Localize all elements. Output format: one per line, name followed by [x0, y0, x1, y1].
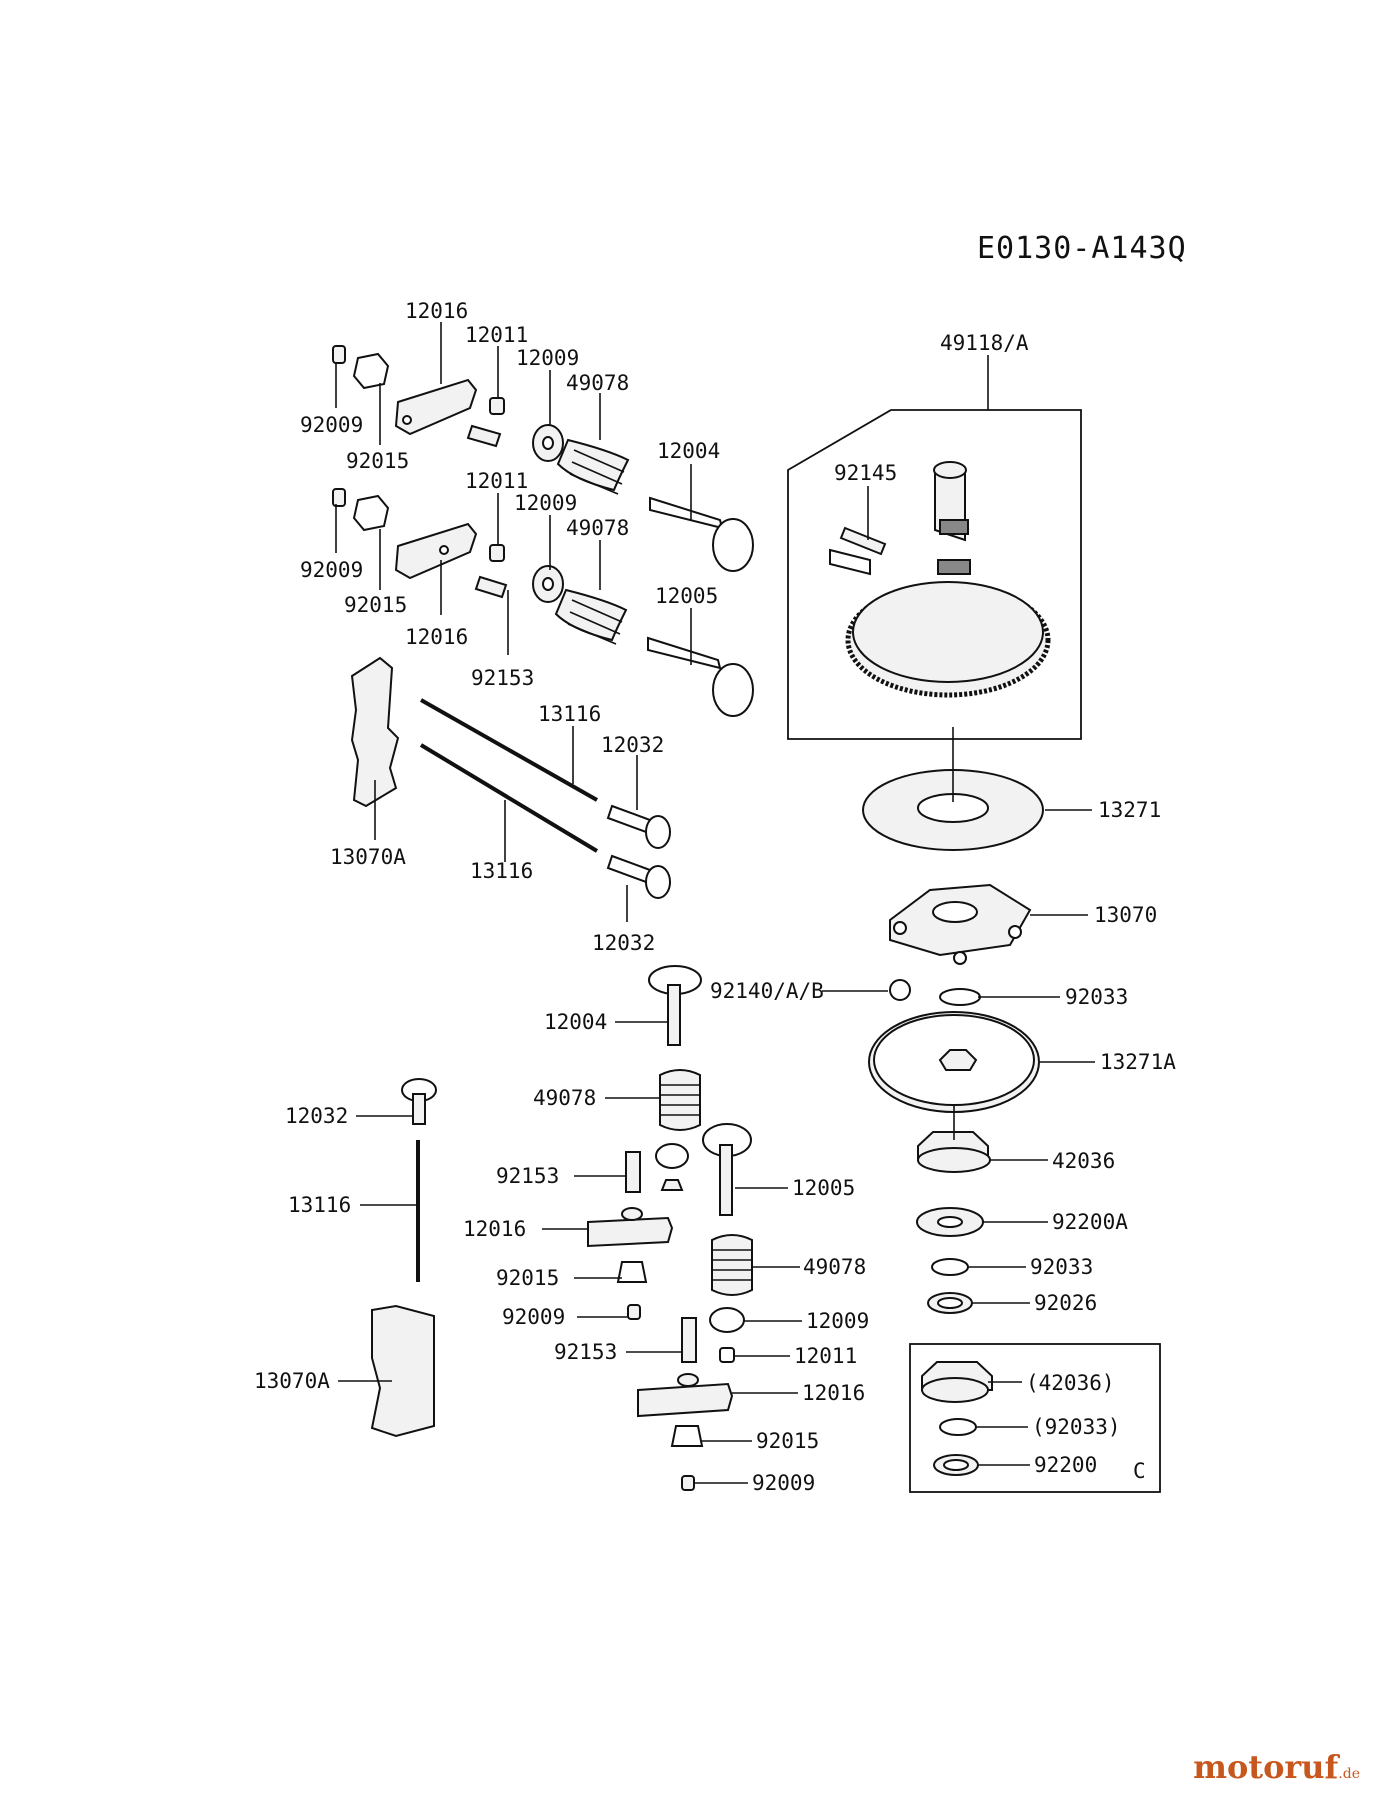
label-92033-a: 92033 — [1065, 985, 1128, 1009]
valve-12004-lower — [648, 965, 702, 1046]
weight-spider-13070 — [889, 883, 1032, 965]
spring-49078-lower-b — [711, 1234, 753, 1296]
stud-92153-lower-b — [681, 1317, 697, 1363]
adjuster-92015-lower-b — [670, 1425, 704, 1447]
camshaft-gear — [829, 461, 1051, 698]
valve-12005-lower — [702, 1123, 752, 1216]
label-92033-b: 92033 — [1030, 1255, 1093, 1279]
collet-12011-lower — [719, 1347, 735, 1363]
label-12016-c: 12016 — [463, 1217, 526, 1241]
nut-92009-lower-b — [681, 1475, 695, 1491]
label-12004-a: 12004 — [657, 439, 720, 463]
label-13070A-a: 13070A — [330, 845, 406, 869]
label-12011-a: 12011 — [465, 323, 528, 347]
label-12011-c: 12011 — [794, 1344, 857, 1368]
label-42036: 42036 — [1052, 1149, 1115, 1173]
bearing-42036 — [917, 1131, 991, 1173]
clip-92033-a — [939, 988, 981, 1006]
push-rod-upper — [420, 698, 598, 802]
label-92015-d: 92015 — [756, 1429, 819, 1453]
camshaft-frame — [787, 409, 1082, 740]
label-92033-paren: (92033) — [1032, 1415, 1121, 1439]
retainer-12009-lower-a — [655, 1143, 689, 1191]
label-12011-b: 12011 — [465, 469, 528, 493]
clip-92033-b — [931, 1258, 969, 1276]
washer-92200A — [916, 1207, 984, 1237]
label-12032-b: 12032 — [592, 931, 655, 955]
adjuster-92015-lower-a — [616, 1261, 648, 1283]
label-92153-a: 92153 — [471, 666, 534, 690]
label-92009-c: 92009 — [502, 1305, 565, 1329]
label-12016-a: 12016 — [405, 299, 468, 323]
label-92009-d: 92009 — [752, 1471, 815, 1495]
label-12009-b: 12009 — [514, 491, 577, 515]
washer-92026 — [927, 1292, 973, 1314]
guide-plate-upper — [350, 656, 400, 808]
label-C: C — [1133, 1459, 1146, 1483]
label-92145: 92145 — [834, 461, 897, 485]
label-49078-a: 49078 — [566, 371, 629, 395]
label-49078-b: 49078 — [566, 516, 629, 540]
motoruf-watermark: motoruf.de — [1193, 1748, 1360, 1786]
ball-92140 — [889, 979, 911, 1001]
stud-92153-lower-a — [625, 1151, 641, 1193]
label-49078-d: 49078 — [803, 1255, 866, 1279]
label-92026: 92026 — [1034, 1291, 1097, 1315]
label-12016-b: 12016 — [405, 625, 468, 649]
washer-13271 — [862, 769, 1044, 851]
label-12005-a: 12005 — [655, 584, 718, 608]
label-92200A: 92200A — [1052, 1210, 1128, 1234]
spring-49078-lower — [659, 1069, 701, 1131]
watermark-tld: .de — [1338, 1766, 1360, 1782]
tappet-12032-left — [401, 1078, 437, 1125]
label-12009-c: 12009 — [806, 1309, 869, 1333]
label-49078-c: 49078 — [533, 1086, 596, 1110]
label-13116-c: 13116 — [288, 1193, 351, 1217]
label-42036-paren: (42036) — [1026, 1371, 1115, 1395]
dish-13271A — [868, 1011, 1040, 1113]
rocker-12016-lower-b — [637, 1373, 734, 1418]
label-92200: 92200 — [1034, 1453, 1097, 1477]
push-rod-lower — [419, 743, 599, 853]
rocker-assembly-upper — [332, 345, 754, 572]
variant-C-parts — [921, 1361, 993, 1476]
label-13070A-b: 13070A — [254, 1369, 330, 1393]
tappets-upper — [606, 804, 671, 899]
label-92015-c: 92015 — [496, 1266, 559, 1290]
label-92153-c: 92153 — [554, 1340, 617, 1364]
label-12016-d: 12016 — [802, 1381, 865, 1405]
label-92015-b: 92015 — [344, 593, 407, 617]
label-92153-b: 92153 — [496, 1164, 559, 1188]
diagram-code: E0130-A143Q — [977, 231, 1187, 266]
label-12005-b: 12005 — [792, 1176, 855, 1200]
leader-lines — [335, 322, 1095, 1484]
label-92140: 92140/A/B — [710, 979, 824, 1003]
part-labels: 12016 12011 12009 49078 92009 92015 1200… — [254, 299, 1176, 1495]
label-13070: 13070 — [1094, 903, 1157, 927]
label-92009-a: 92009 — [300, 413, 363, 437]
label-13271: 13271 — [1098, 798, 1161, 822]
variant-box-C — [909, 1343, 1161, 1493]
label-12032-c: 12032 — [285, 1104, 348, 1128]
label-12004-b: 12004 — [544, 1010, 607, 1034]
label-12032-a: 12032 — [601, 733, 664, 757]
label-13116-a: 13116 — [538, 702, 601, 726]
label-13271A: 13271A — [1100, 1050, 1176, 1074]
watermark-name: motoruf — [1193, 1748, 1339, 1786]
guide-plate-lower — [370, 1304, 435, 1438]
rocker-assembly-middle — [332, 488, 754, 717]
label-49118: 49118/A — [940, 331, 1029, 355]
nut-92009-lower-a — [627, 1304, 641, 1320]
label-12009-a: 12009 — [516, 346, 579, 370]
label-92009-b: 92009 — [300, 558, 363, 582]
label-92015-a: 92015 — [346, 449, 409, 473]
rocker-12016-lower-a — [587, 1207, 674, 1248]
label-13116-b: 13116 — [470, 859, 533, 883]
retainer-12009-lower-b — [709, 1307, 745, 1333]
